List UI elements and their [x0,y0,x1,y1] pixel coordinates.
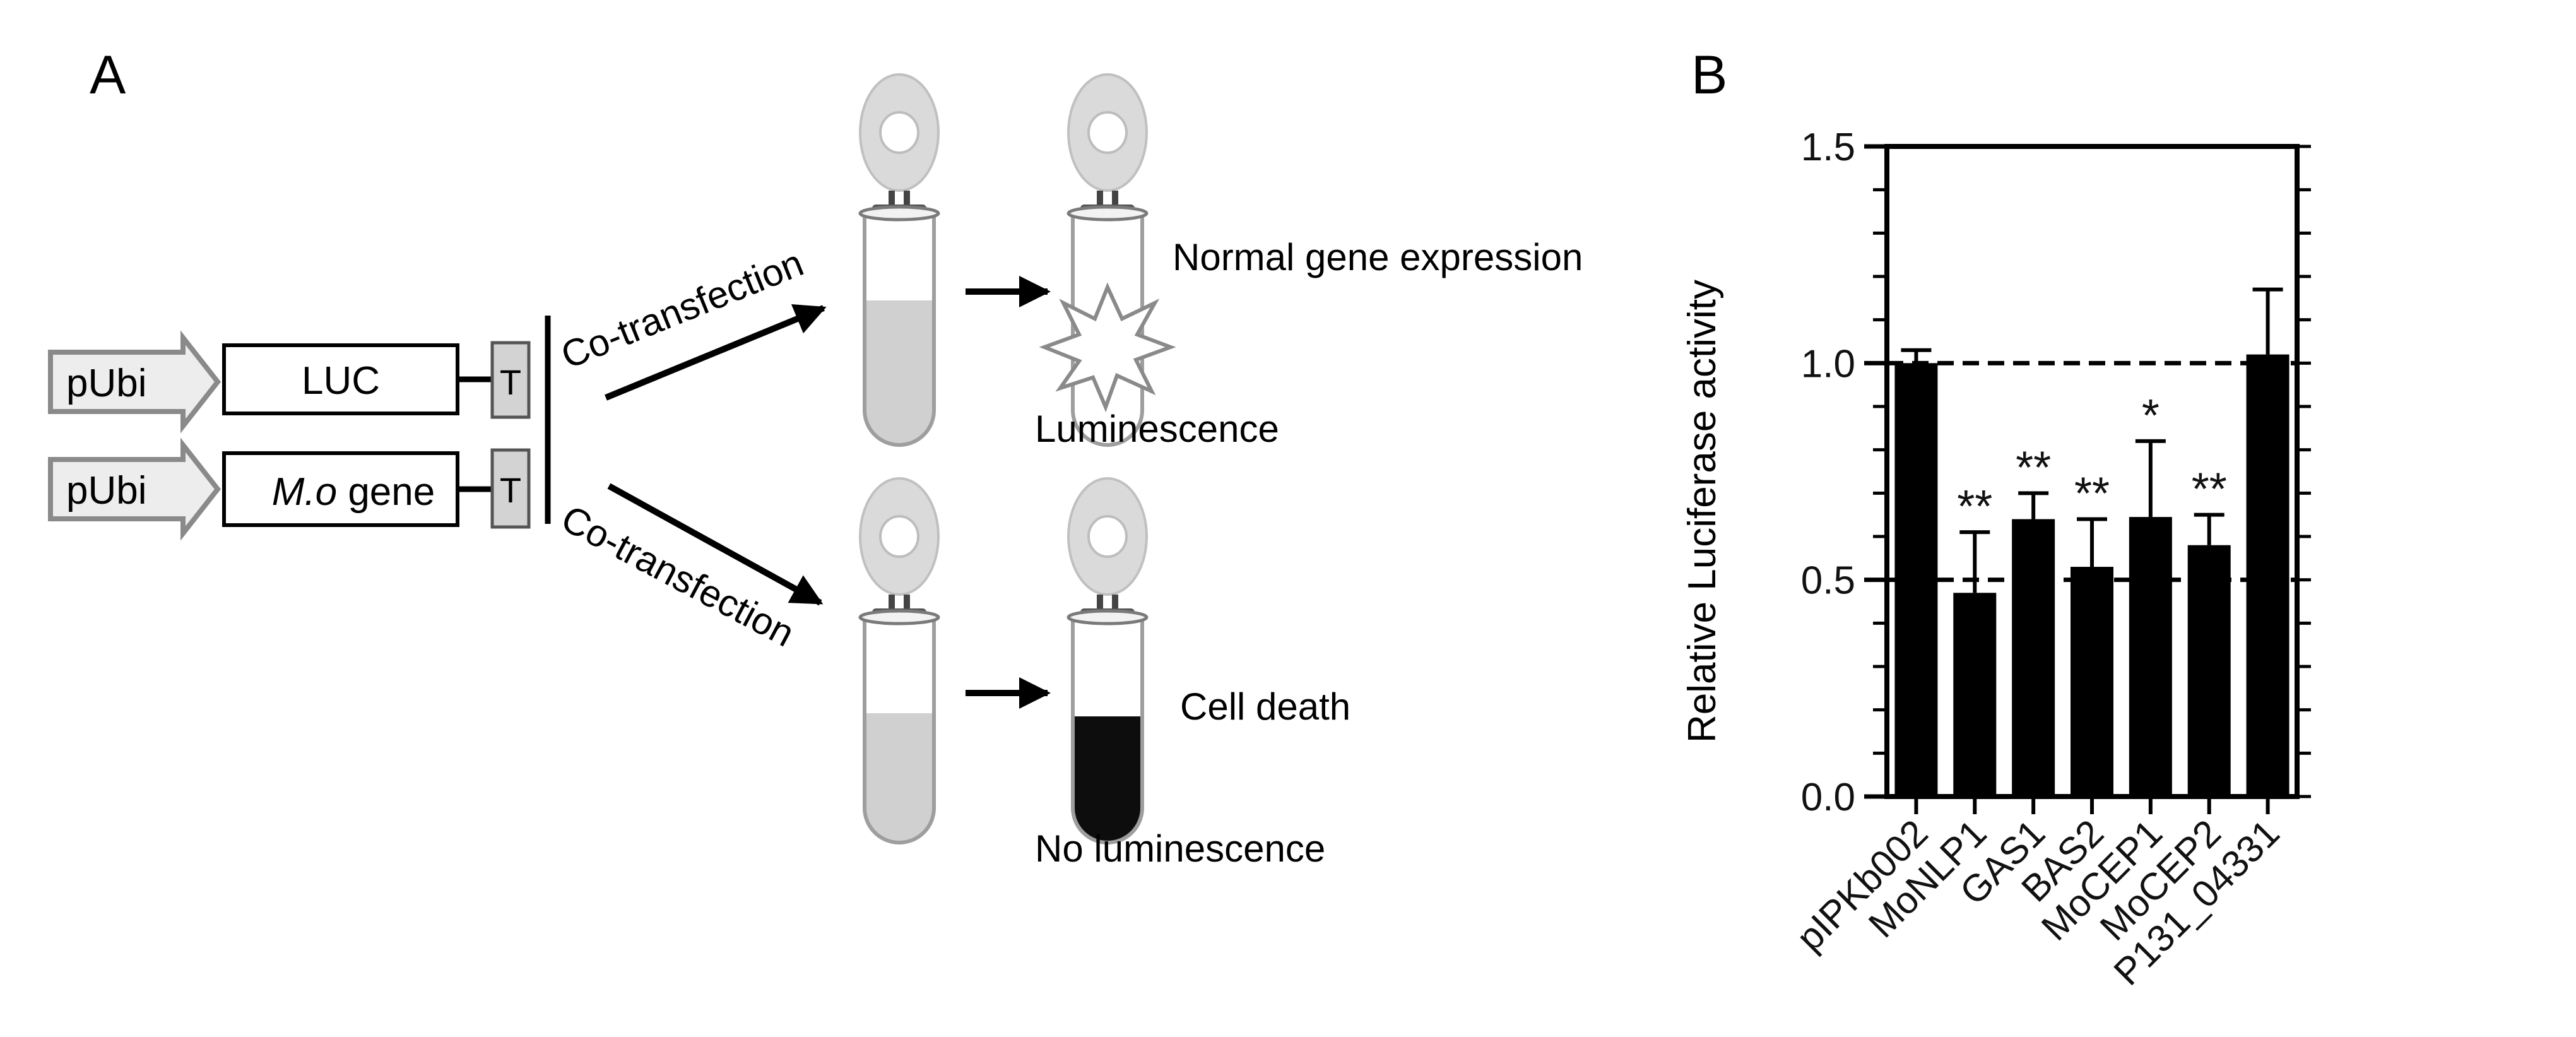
gene-label: LUC [302,359,380,403]
tube-liquid [865,713,934,843]
panel-b-label: B [1691,45,1727,105]
panel-a-label: A [90,45,126,105]
bar-gas1 [2012,519,2055,797]
no-luminescence-label: No luminescence [1035,827,1325,870]
upper-transfection-arrow [605,304,827,401]
bar-monlp1 [1953,593,1997,797]
panel-a: A pUbi LUC T pUbi M.o gene T Co-transfec… [48,45,1583,870]
terminator-box [490,448,531,529]
bar-mocep1 [2129,517,2172,797]
significance-label: ** [2192,465,2227,515]
tube-outline [863,617,936,844]
tube-lower-after [1066,477,1149,844]
bar-bas2 [2071,567,2113,797]
significance-label: ** [1957,482,1992,532]
significance-label: ** [2074,469,2110,519]
y-tick-label: 0.0 [1801,776,1855,819]
promoter-label: pUbi [66,469,147,513]
promoter-arrow [48,437,222,541]
tube-liquid [865,300,934,445]
lower-transfection-arrow [607,483,824,606]
significance-label: ** [2016,442,2051,493]
promoter-arrow [48,330,222,434]
tube-upper-after [1039,73,1176,447]
construct-luc: pUbi LUC T [48,330,531,434]
tube-upper-before [858,73,940,447]
promoter-label: pUbi [66,362,147,405]
bar-mocep2 [2187,545,2231,797]
y-tick-label: 1.5 [1801,126,1855,169]
y-tick-label: 0.5 [1801,559,1855,603]
terminator-label: T [500,362,521,402]
tube-liquid-dark [1073,716,1142,843]
y-axis-label: Relative Luciferase activity [1681,280,1724,743]
tube-outline [863,213,936,447]
bar-chart: 0.00.51.01.5pIPKb002**MoNLP1**GAS1**BAS2… [1788,126,2311,993]
tube-lower-before [858,477,940,844]
luminescence-burst-icon [1039,282,1176,413]
normal-expression-label: Normal gene expression [1173,236,1583,278]
panel-b: B Relative Luciferase activity 0.0 0.5 1.0… [1681,45,2311,993]
gene-box [222,451,459,527]
gene-label: M.o gene [272,470,435,514]
luminescence-label: Luminescence [1035,408,1279,450]
tube-outline [1071,213,1144,447]
terminator-label: T [500,470,521,510]
cell-death-label: Cell death [1180,685,1350,728]
upper-arrow-label: Co-transfection [555,242,809,377]
significance-label: * [2142,391,2159,441]
bar-p131_04331 [2246,354,2289,797]
construct-mo-gene: pUbi M.o gene T [48,437,531,541]
terminator-box [490,341,531,419]
y-tick-label: 1.0 [1801,342,1855,386]
tube-outline [1071,617,1144,844]
